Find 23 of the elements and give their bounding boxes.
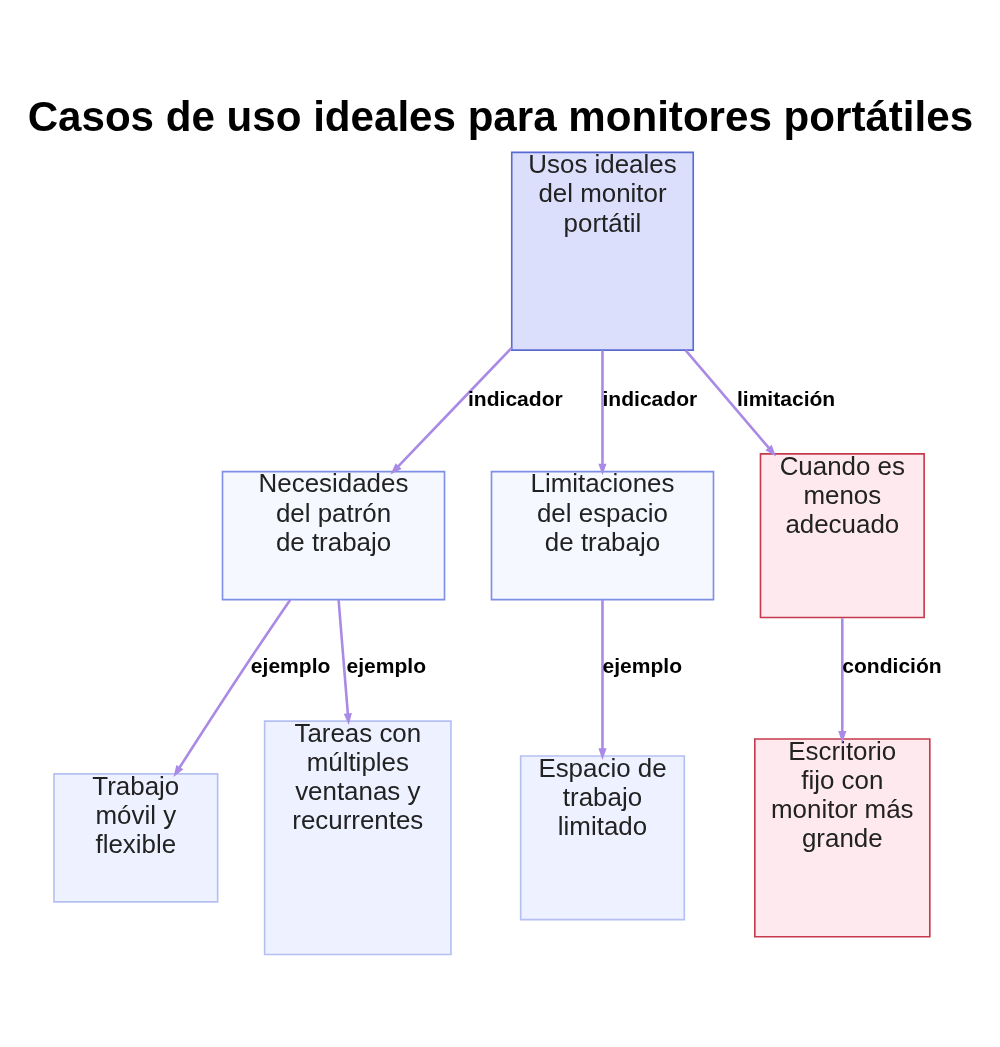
node-box: Necesidades del patrón de trabajo (221, 470, 446, 601)
edge-label: condición (842, 654, 942, 678)
edge-label: indicador (468, 386, 563, 410)
arrow (598, 599, 607, 760)
arrow (598, 350, 607, 476)
edge-label: limitación (736, 386, 836, 410)
arrow (838, 618, 847, 743)
node-box: Trabajo móvil y flexible (53, 773, 219, 903)
arrow (173, 598, 292, 777)
diagram-title: Casos de uso ideales para monitores portátiles (27, 93, 974, 141)
edge-label: indicador (602, 386, 698, 410)
node-box: Cuando es menos adecuado (759, 453, 925, 619)
node-box: Limitaciones del espacio de trabajo (490, 470, 715, 601)
edge-label: ejemplo (346, 654, 427, 678)
node-box: Usos ideales del monitor portátil (510, 151, 695, 351)
arrow (337, 599, 352, 725)
edge-label: ejemplo (602, 654, 683, 678)
node-box: Escritorio fijo con monitor más grande (754, 738, 931, 938)
node-box: Tareas con múltiples ventanas y recurrentes (263, 720, 452, 956)
node-box: Espacio de trabajo limitado (519, 755, 686, 921)
arrow (390, 347, 513, 475)
edge-label: ejemplo (250, 654, 331, 678)
arrow (684, 349, 777, 457)
